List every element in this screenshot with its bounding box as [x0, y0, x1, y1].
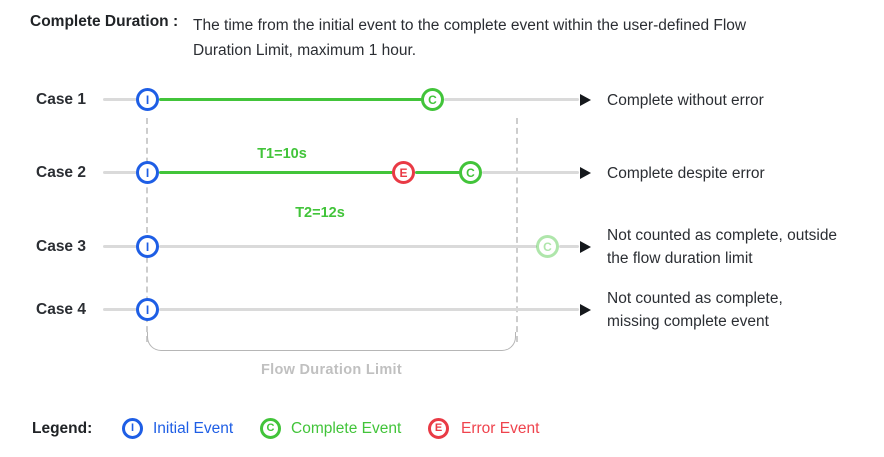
complete-event-letter: C [466, 165, 475, 180]
annotation-line: the flow duration limit [607, 250, 753, 267]
timeline-tail-line [444, 98, 579, 101]
flow-limit-guide-right [516, 118, 518, 342]
timeline-gray-segment [159, 308, 579, 311]
definition-line-2: Duration Limit, maximum 1 hour. [193, 42, 417, 59]
arrowhead-icon [580, 94, 591, 106]
timeline-lead-line [103, 308, 137, 311]
legend-error-letter: E [434, 422, 443, 434]
timeline-tail-line [559, 245, 579, 248]
error-event-letter: E [399, 165, 408, 180]
legend-item-complete-label: Complete Event [291, 420, 402, 437]
t2-duration-label: T2=12s [295, 205, 345, 221]
error-event-marker: E [392, 161, 415, 184]
complete-event-marker: C [459, 161, 482, 184]
annotation-line: Not counted as complete, [607, 290, 783, 307]
timeline-green-segment-2 [415, 171, 460, 174]
case-4-label: Case 4 [36, 301, 86, 318]
case-3-label: Case 3 [36, 238, 86, 255]
t1-duration-label: T1=10s [257, 146, 307, 162]
legend-title: Legend: [32, 420, 93, 437]
initial-event-marker: I [136, 88, 159, 111]
annotation-line: missing complete event [607, 313, 769, 330]
timeline-green-segment [159, 98, 422, 101]
arrowhead-icon [580, 167, 591, 179]
definition-line-1: The time from the initial event to the c… [193, 17, 747, 34]
flow-duration-bracket [147, 332, 516, 351]
timeline-tail-line [482, 171, 579, 174]
initial-event-letter: I [145, 239, 150, 254]
legend-initial-letter: I [130, 422, 135, 434]
arrowhead-icon [580, 241, 591, 253]
annotation-line: Complete despite error [607, 165, 765, 182]
timeline-lead-line [103, 171, 137, 174]
initial-event-marker: I [136, 298, 159, 321]
case-1-annotation: Complete without error [607, 89, 764, 112]
case-3-annotation: Not counted as complete, outside the flo… [607, 224, 837, 270]
error-event-icon: E [428, 418, 449, 439]
complete-event-marker: C [421, 88, 444, 111]
complete-event-letter: C [428, 92, 437, 107]
annotation-line: Not counted as complete, outside [607, 227, 838, 244]
flow-limit-guide-left [146, 118, 148, 342]
timeline-gray-segment [159, 245, 537, 248]
complete-event-letter: C [543, 239, 552, 254]
case-2-annotation: Complete despite error [607, 162, 765, 185]
initial-event-letter: I [145, 92, 150, 107]
initial-event-marker: I [136, 235, 159, 258]
initial-event-letter: I [145, 302, 150, 317]
timeline-lead-line [103, 245, 137, 248]
flow-duration-bracket-label: Flow Duration Limit [260, 362, 403, 378]
complete-event-icon: C [260, 418, 281, 439]
arrowhead-icon [580, 304, 591, 316]
initial-event-icon: I [122, 418, 143, 439]
definition-text: The time from the initial event to the c… [193, 13, 746, 63]
case-1-label: Case 1 [36, 91, 86, 108]
annotation-line: Complete without error [607, 92, 764, 109]
legend-item-error-label: Error Event [461, 420, 540, 437]
case-2-label: Case 2 [36, 164, 86, 181]
timeline-lead-line [103, 98, 137, 101]
timeline-green-segment [159, 171, 393, 174]
case-4-annotation: Not counted as complete, missing complet… [607, 287, 783, 333]
late-complete-event-marker: C [536, 235, 559, 258]
definition-term: Complete Duration : [30, 13, 179, 30]
initial-event-letter: I [145, 165, 150, 180]
initial-event-marker: I [136, 161, 159, 184]
legend-item-initial-label: Initial Event [153, 420, 234, 437]
legend-complete-letter: C [266, 422, 275, 434]
